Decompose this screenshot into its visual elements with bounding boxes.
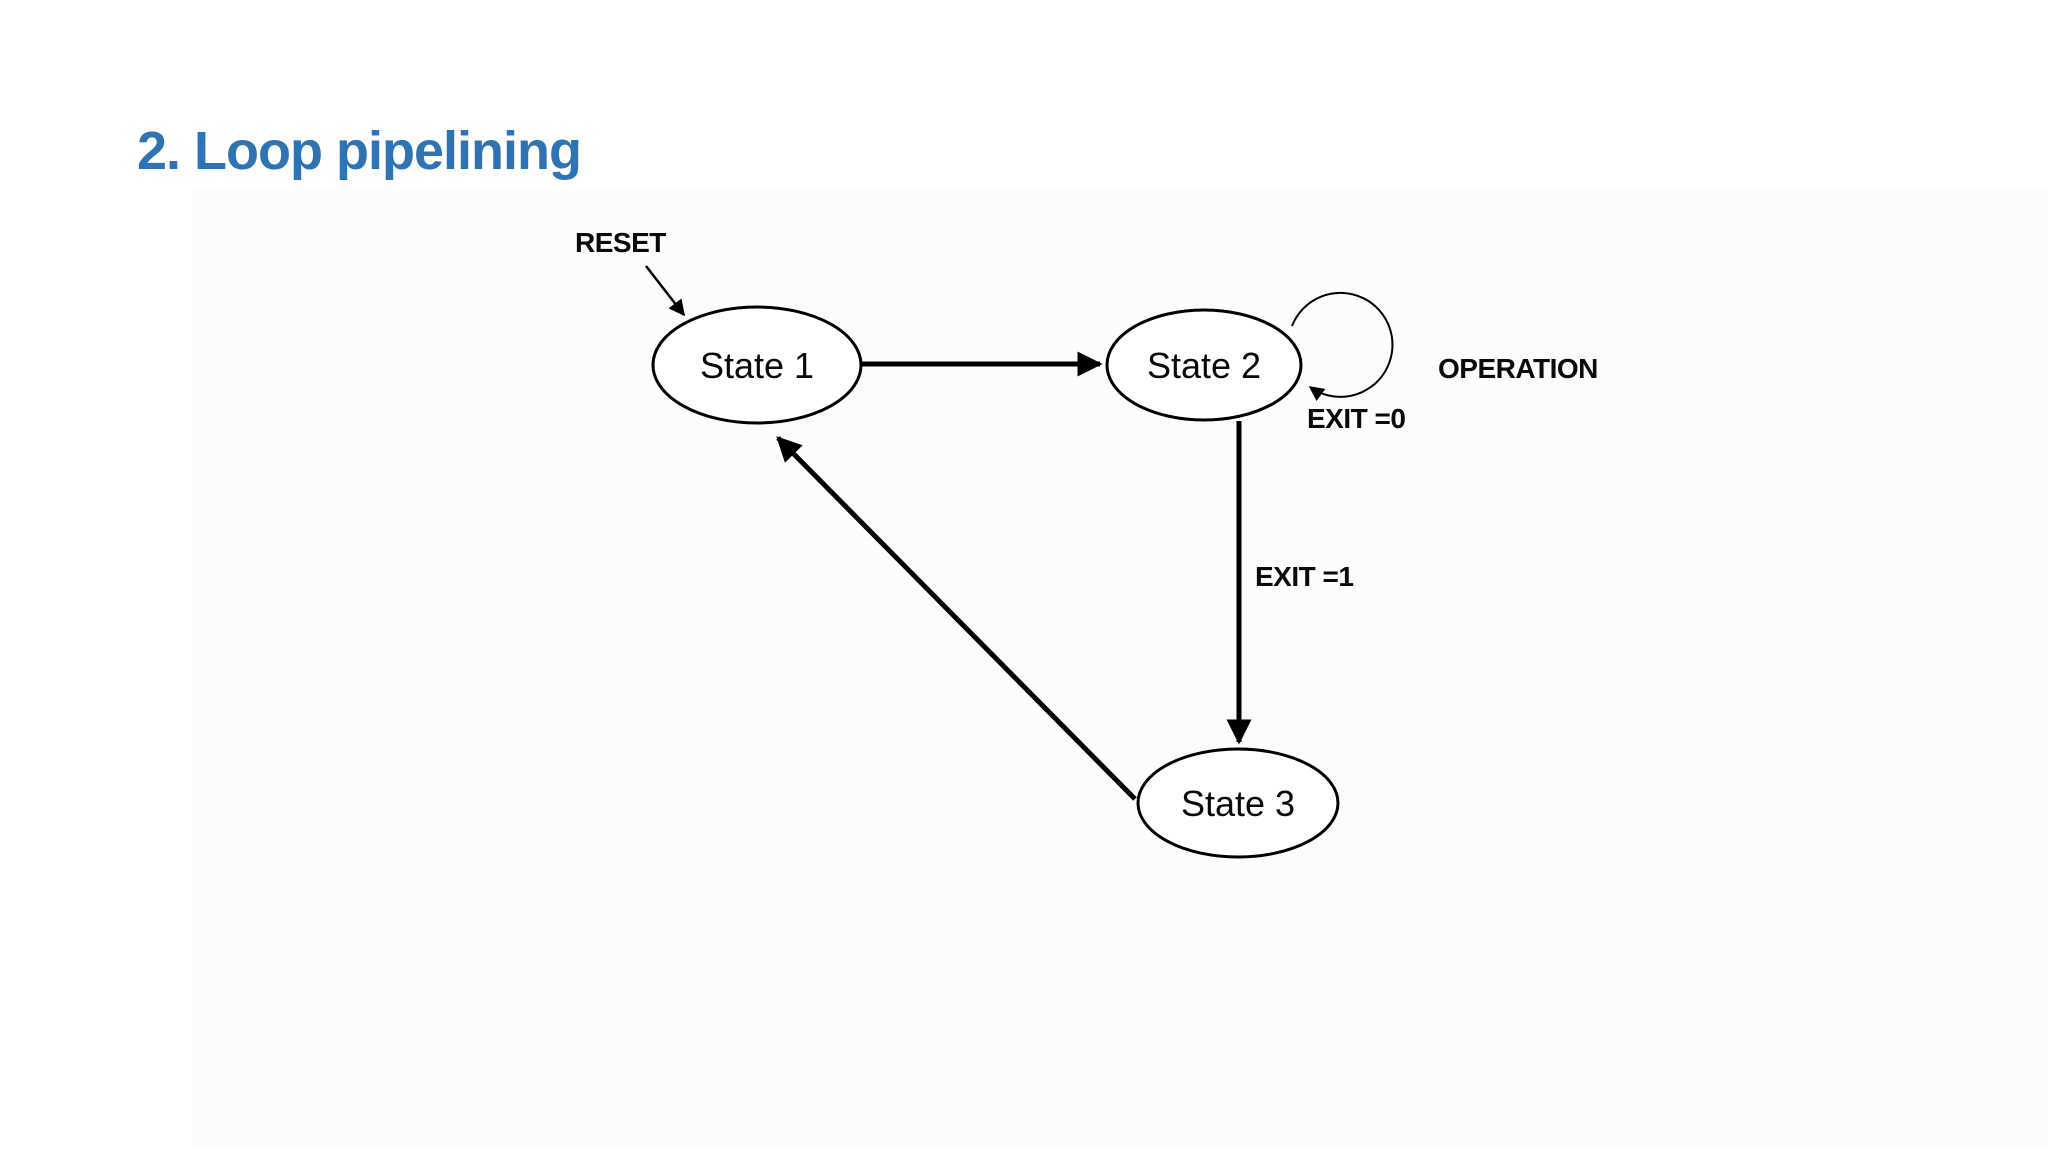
transition-state3-to-state1-arrow <box>776 436 1137 801</box>
state-2-node <box>1105 308 1303 422</box>
state-3-label: State 3 <box>1181 783 1295 824</box>
state-1-node <box>651 305 863 425</box>
exit-one-label: EXIT =1 <box>1255 561 1353 592</box>
state-3-node <box>1136 747 1340 859</box>
reset-label: RESET <box>575 227 666 258</box>
transition-state2-self-loop-arrow <box>1291 291 1394 401</box>
operation-label: OPERATION <box>1438 353 1598 384</box>
state-1-label: State 1 <box>700 345 814 386</box>
state-2-label: State 2 <box>1147 345 1261 386</box>
exit-zero-label: EXIT =0 <box>1307 403 1405 434</box>
reset-entry-arrow <box>645 265 685 317</box>
page-title: 2. Loop pipelining <box>137 121 582 181</box>
